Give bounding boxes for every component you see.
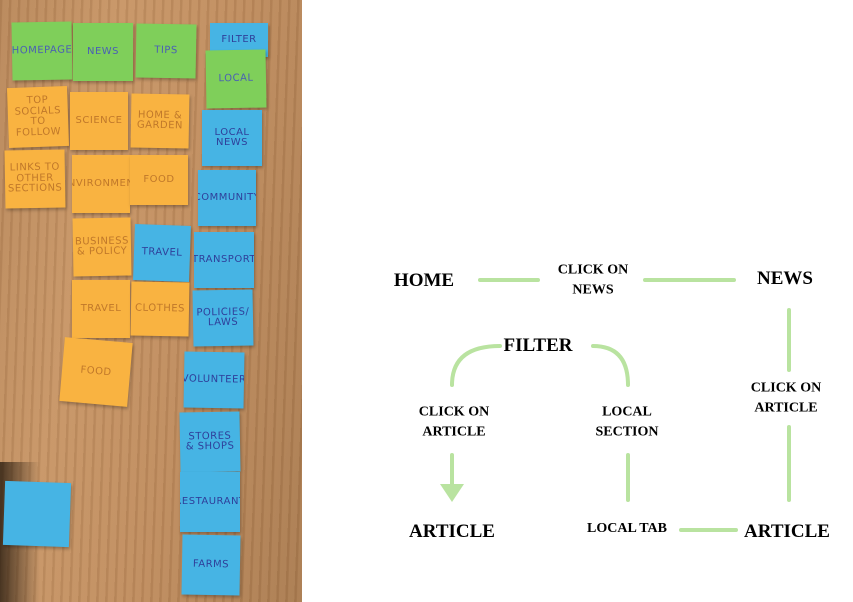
note-travel-blue: TRAVEL — [133, 224, 191, 282]
note-tips: TIPS — [135, 23, 197, 79]
note-home-garden: HOME & GARDEN — [130, 93, 190, 149]
note-farms: FARMS — [181, 534, 241, 596]
note-clothes: CLOTHES — [130, 281, 190, 337]
note-volunteer: VOLUNTEER — [183, 351, 245, 409]
note-food-1: FOOD — [130, 155, 188, 205]
note-stores-shops: STORES & SHOPS — [179, 411, 241, 473]
connector-lines — [440, 278, 791, 532]
note-top-socials: TOP SOCIALS TO FOLLOW — [6, 85, 70, 149]
note-local-news: LOCAL NEWS — [202, 110, 262, 166]
note-policies-laws: POLICIES/ LAWS — [192, 289, 254, 347]
note-restaurant: RESTAURANT — [180, 472, 240, 532]
node-article-right: ARTICLE — [744, 521, 830, 542]
node-local-tab: LOCAL TAB — [586, 521, 668, 536]
note-links-to-other: LINKS TO OTHER SECTIONS — [4, 149, 66, 209]
note-business-policy: BUSINESS & POLICY — [72, 217, 132, 277]
note-travel-orange: TRAVEL — [72, 280, 130, 338]
note-environment: ENVIRONMENT — [72, 155, 130, 213]
connector-filter-curve-left — [450, 344, 502, 387]
note-local: LOCAL — [205, 49, 267, 109]
note-science: SCIENCE — [70, 92, 128, 150]
sticky-note-photo: HOMEPAGE NEWS TIPS FILTER LOCAL TOP SOCI… — [0, 0, 302, 602]
note-community: COMMUNITY — [198, 170, 256, 226]
node-news: NEWS — [757, 268, 813, 289]
note-blank — [2, 480, 72, 548]
node-article-left: ARTICLE — [409, 521, 495, 542]
note-transport: TRANSPORT — [194, 232, 254, 288]
arrow-head-icon — [440, 484, 464, 502]
note-food-2: FOOD — [59, 337, 133, 407]
node-filter: FILTER — [503, 335, 573, 356]
note-homepage: HOMEPAGE — [11, 21, 73, 81]
connector-filter-curve-right — [591, 344, 630, 387]
node-home: HOME — [393, 270, 455, 291]
user-flow-diagram: HOME NEWS FILTER ARTICLE LOCAL TAB ARTIC… — [302, 0, 853, 602]
note-news: NEWS — [73, 23, 133, 81]
